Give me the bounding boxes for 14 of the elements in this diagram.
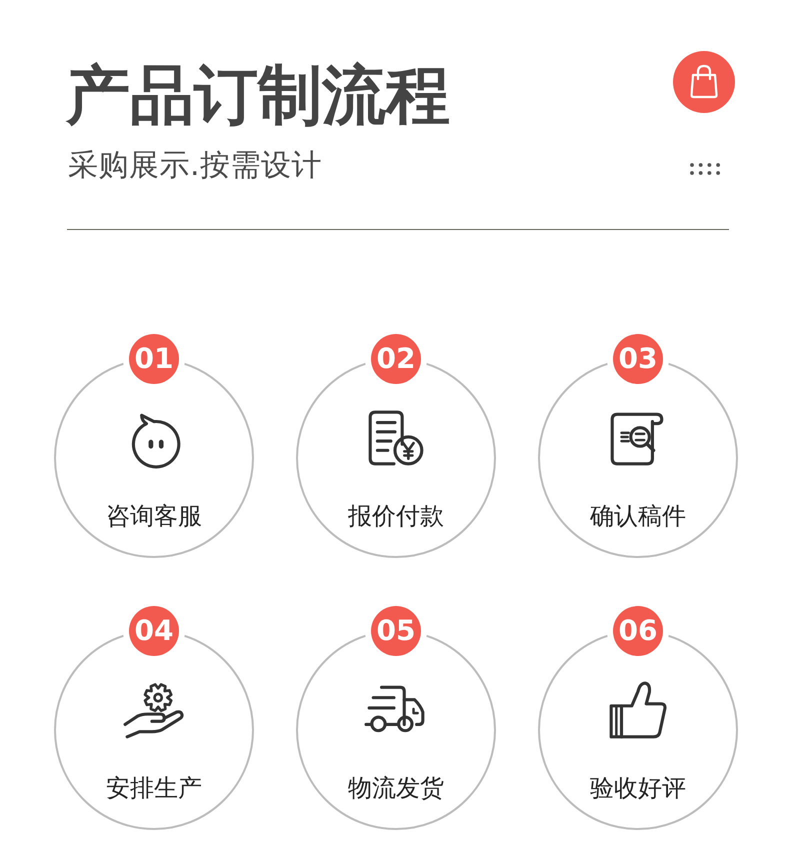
step-label: 安排生产 xyxy=(105,773,203,804)
step-number: 02 xyxy=(371,334,421,384)
step-label: 确认稿件 xyxy=(589,501,687,532)
step-label: 物流发货 xyxy=(347,773,445,804)
step-label: 咨询客服 xyxy=(105,501,203,532)
page-title: 产品订制流程 xyxy=(66,58,450,135)
step-number: 04 xyxy=(129,606,179,656)
step-number: 05 xyxy=(371,606,421,656)
subtitle: 采购展示.按需设计 xyxy=(68,147,322,185)
step-label: 报价付款 xyxy=(347,501,445,532)
step-number: 06 xyxy=(613,606,663,656)
step-number: 03 xyxy=(613,334,663,384)
step-number: 01 xyxy=(129,334,179,384)
step-label: 验收好评 xyxy=(589,773,687,804)
